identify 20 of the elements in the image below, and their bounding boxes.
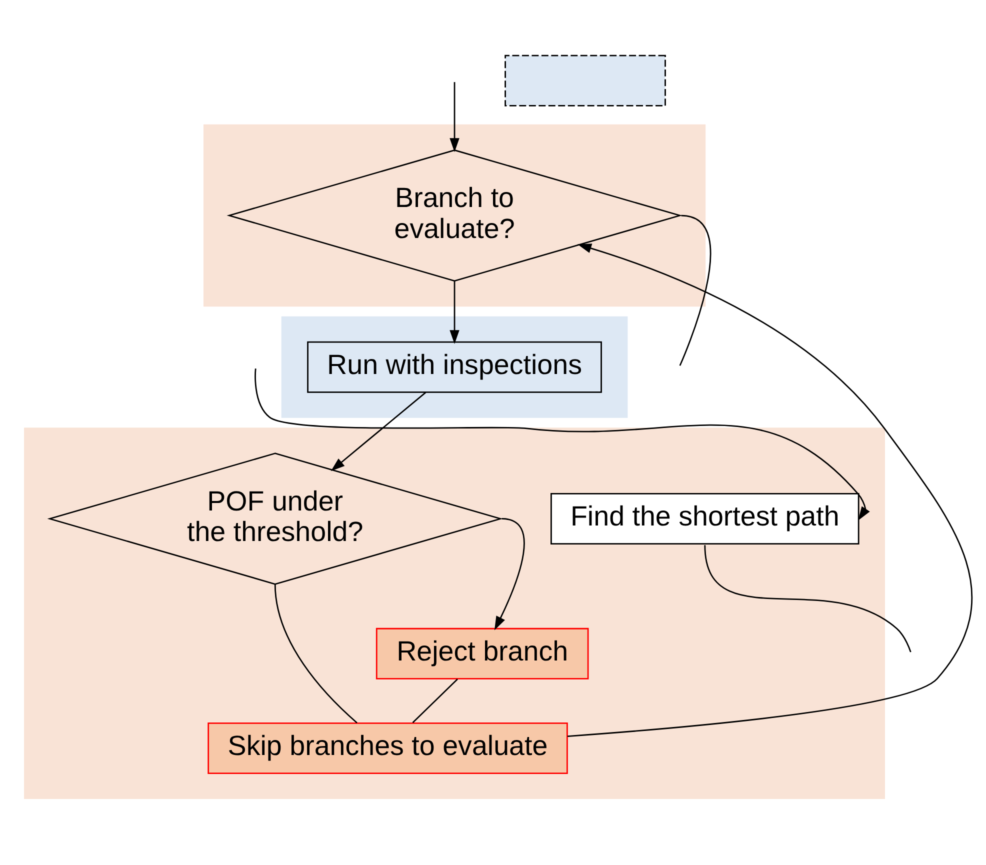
arrow (494, 518, 525, 630)
connector (679, 214, 712, 366)
connector (412, 678, 458, 724)
arrow (450, 281, 460, 344)
arrow (450, 82, 460, 152)
node-diamond: POF under the threshold? (47, 452, 503, 585)
node-box: Reject branch (376, 628, 589, 680)
node-box: Find the shortest path (550, 493, 860, 544)
node-diamond: Branch to evaluate? (226, 149, 682, 282)
node-box: Skip branches to evaluate (208, 722, 568, 774)
arrow (330, 392, 426, 472)
node-box: Run with inspections (307, 341, 602, 393)
cluster (281, 316, 628, 418)
cluster (203, 124, 706, 307)
arrow (254, 368, 870, 520)
node-box (504, 54, 666, 106)
connector (704, 545, 912, 652)
arrow (567, 244, 973, 737)
connector (274, 584, 358, 724)
cluster (24, 428, 886, 799)
